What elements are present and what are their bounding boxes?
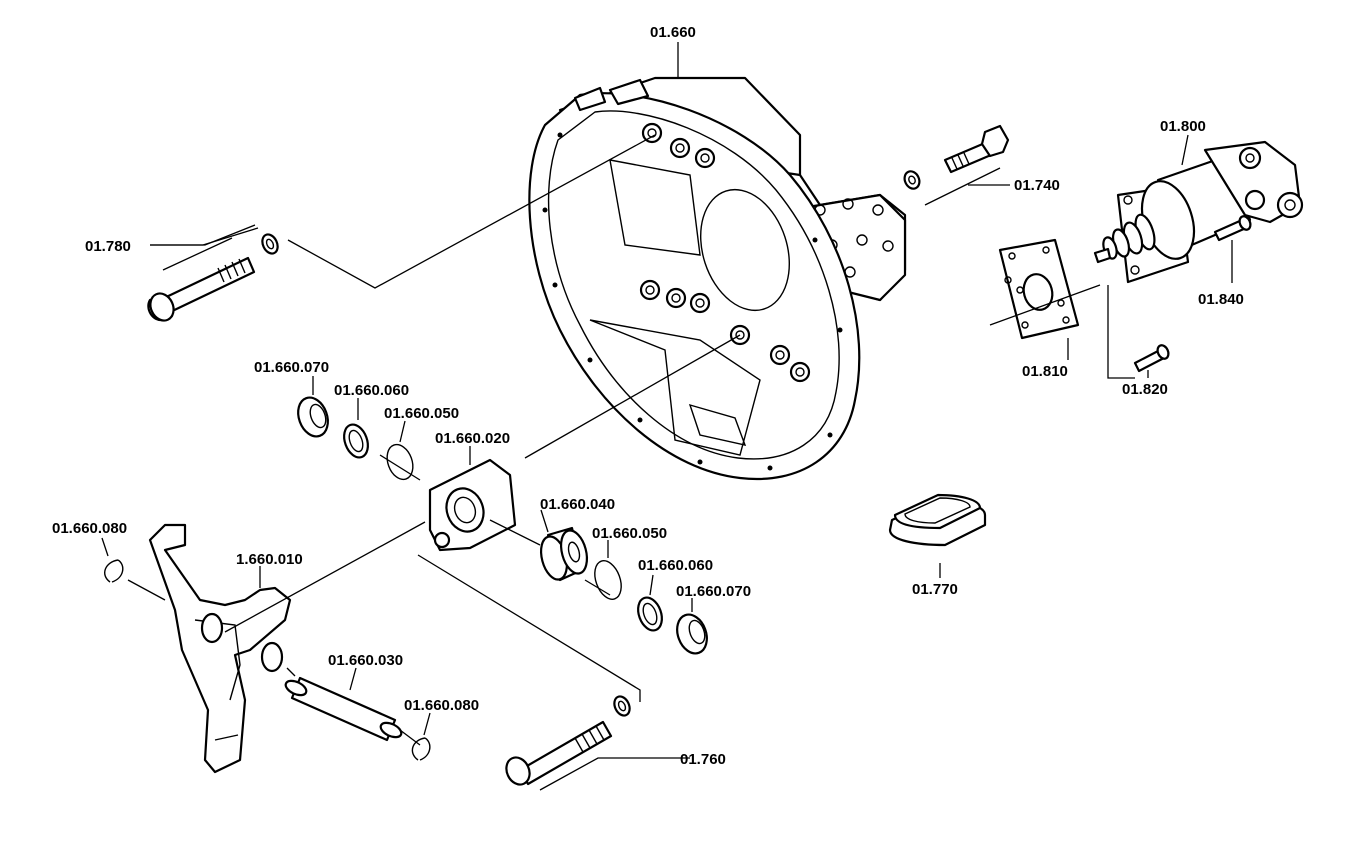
label-01660070-lower: 01.660.070 bbox=[676, 583, 751, 600]
label-01820: 01.820 bbox=[1122, 381, 1168, 398]
label-01740: 01.740 bbox=[1014, 177, 1060, 194]
clutch-housing bbox=[528, 76, 907, 481]
screw-01820 bbox=[1133, 344, 1170, 373]
screw-01840 bbox=[1213, 215, 1252, 242]
label-01660030: 01.660.030 bbox=[328, 652, 403, 669]
label-01810: 01.810 bbox=[1022, 363, 1068, 380]
bolt-01780 bbox=[147, 233, 279, 322]
release-fork bbox=[148, 523, 292, 774]
label-01780: 01.780 bbox=[85, 238, 131, 255]
mounting-plate bbox=[998, 238, 1080, 340]
ring-lower bbox=[637, 596, 663, 632]
bearing bbox=[539, 526, 589, 582]
label-01660060-lower: 01.660.060 bbox=[638, 557, 713, 574]
label-01660050-upper: 01.660.050 bbox=[384, 405, 459, 422]
label-01760: 01.760 bbox=[680, 751, 726, 768]
label-1660010: 1.660.010 bbox=[236, 551, 303, 568]
ring-upper bbox=[343, 423, 369, 459]
label-01660060-upper: 01.660.060 bbox=[334, 382, 409, 399]
gasket bbox=[888, 493, 987, 547]
circlip-lower bbox=[594, 560, 622, 600]
seal-lower bbox=[676, 613, 708, 655]
label-01660080-left: 01.660.080 bbox=[52, 520, 127, 537]
slave-cylinder bbox=[1093, 140, 1304, 284]
bearing-bracket bbox=[428, 458, 517, 552]
bolt-01760 bbox=[505, 695, 631, 786]
label-01660070-upper: 01.660.070 bbox=[254, 359, 329, 376]
label-01660080-right: 01.660.080 bbox=[404, 697, 479, 714]
bolt-01740 bbox=[903, 124, 1010, 190]
clip-left bbox=[104, 559, 124, 583]
label-01660020: 01.660.020 bbox=[435, 430, 510, 447]
label-01660: 01.660 bbox=[650, 24, 696, 41]
label-01800: 01.800 bbox=[1160, 118, 1206, 135]
leader-lines bbox=[101, 42, 1233, 791]
part-labels: 01.660 01.780 01.740 01.800 01.840 01.81… bbox=[52, 24, 1244, 768]
label-01840: 01.840 bbox=[1198, 291, 1244, 308]
seal-upper bbox=[297, 396, 329, 438]
label-01770: 01.770 bbox=[912, 581, 958, 598]
label-01660040: 01.660.040 bbox=[540, 496, 615, 513]
circlip-upper bbox=[386, 443, 414, 481]
clip-right bbox=[411, 737, 431, 761]
label-01660050-lower: 01.660.050 bbox=[592, 525, 667, 542]
shaft bbox=[284, 676, 403, 742]
